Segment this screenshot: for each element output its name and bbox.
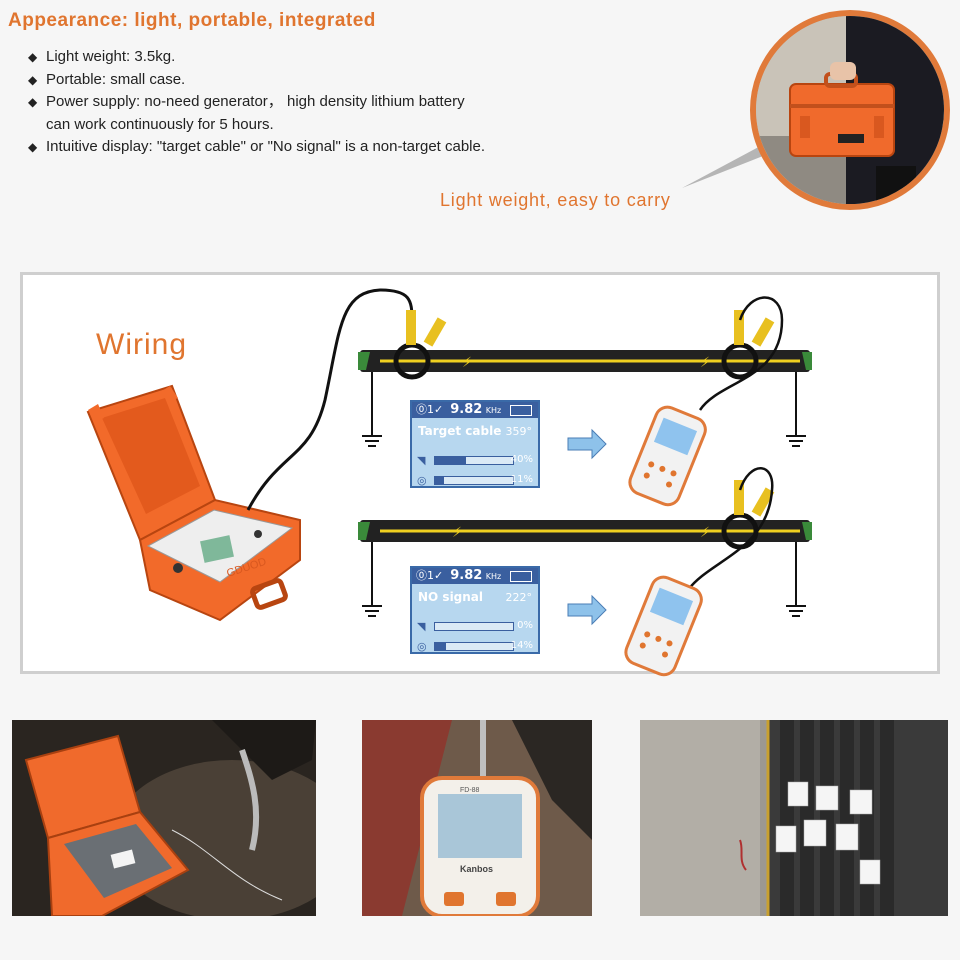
fingerprint-percent: 14% xyxy=(510,640,533,651)
lcd-message: NO signal xyxy=(418,590,484,604)
fingerprint-bar-fill xyxy=(435,643,446,650)
lcd-message: Target cable xyxy=(418,424,502,438)
frequency-unit: KHz xyxy=(485,406,502,415)
handheld-receiver xyxy=(628,405,707,507)
ground-symbol xyxy=(362,372,382,447)
battery-icon xyxy=(510,571,532,582)
signal-percent: 0% xyxy=(517,620,533,631)
fingerprint-icon: ◎ xyxy=(417,474,427,487)
signal-bar xyxy=(434,622,514,631)
carry-caption: Light weight, easy to carry xyxy=(440,190,671,210)
battery-icon xyxy=(510,405,532,416)
feature-item: Light weight: 3.5kg. xyxy=(28,46,485,69)
feature-list: Light weight: 3.5kg. Portable: small cas… xyxy=(28,46,485,159)
lcd-display-target: ⓪1✓ 9.82 KHz Target cable 359° ◥ 40% ◎ 1… xyxy=(410,400,540,488)
callout-pointer xyxy=(682,142,768,188)
signal-icon: ◥ xyxy=(417,620,426,633)
cable-lower: ⚡ ⚡ xyxy=(358,520,812,542)
signal-percent: 40% xyxy=(510,454,533,465)
arrow-right-icon xyxy=(567,428,607,460)
lcd-header: ⓪1✓ 9.82 KHz xyxy=(412,402,538,418)
signal-bar xyxy=(434,456,514,465)
signal-bar-fill xyxy=(435,457,467,464)
feature-item: Portable: small case. xyxy=(28,69,485,92)
clamp-upper-right xyxy=(721,310,775,380)
feature-item-continuation: can work continuously for 5 hours. xyxy=(46,115,274,133)
clamp-upper-left xyxy=(393,310,447,380)
handheld-model: FD-88 xyxy=(460,787,480,794)
lcd-header: ⓪1✓ 9.82 KHz xyxy=(412,568,538,584)
carry-case-photo xyxy=(750,10,950,210)
arrow-right-icon xyxy=(567,594,607,626)
lcd-message-value: 222° xyxy=(505,591,533,604)
fingerprint-bar xyxy=(434,476,514,485)
svg-text:⚡: ⚡ xyxy=(452,525,462,541)
feature-item: Power supply: no-need generator， high de… xyxy=(28,91,485,114)
ground-symbol xyxy=(362,542,382,617)
svg-text:⚡: ⚡ xyxy=(462,355,472,371)
fingerprint-bar xyxy=(434,642,514,651)
fingerprint-icon: ◎ xyxy=(417,640,427,653)
feature-item: Intuitive display: "target cable" or "No… xyxy=(28,136,485,159)
frequency-unit: KHz xyxy=(485,572,502,581)
ground-symbol xyxy=(786,542,806,617)
fingerprint-percent: 11% xyxy=(510,474,533,485)
field-photo-transmitter xyxy=(12,720,316,916)
field-photo-handheld: FD-88 Kanbos xyxy=(362,720,592,916)
status-icons: ⓪1✓ xyxy=(416,403,444,416)
ground-symbol xyxy=(786,372,806,447)
handheld-brand: Kanbos xyxy=(460,864,493,874)
transmitter-case xyxy=(86,384,301,622)
field-photo-cable-tray xyxy=(640,720,948,916)
svg-text:⚡: ⚡ xyxy=(700,355,710,371)
wiring-title: Wiring xyxy=(96,328,188,361)
frequency-value: 9.82 xyxy=(450,568,483,583)
handheld-receiver xyxy=(624,575,703,677)
svg-text:⚡: ⚡ xyxy=(700,525,710,541)
signal-icon: ◥ xyxy=(417,454,426,467)
cable-upper: ⚡ ⚡ xyxy=(358,350,812,372)
lcd-display-no-signal: ⓪1✓ 9.82 KHz NO signal 222° ◥ 0% ◎ 14% xyxy=(410,566,540,654)
section-title: Appearance: light, portable, integrated xyxy=(8,10,376,31)
frequency-value: 9.82 xyxy=(450,402,483,417)
status-icons: ⓪1✓ xyxy=(416,569,444,582)
lcd-message-value: 359° xyxy=(505,425,533,438)
fingerprint-bar-fill xyxy=(435,477,444,484)
